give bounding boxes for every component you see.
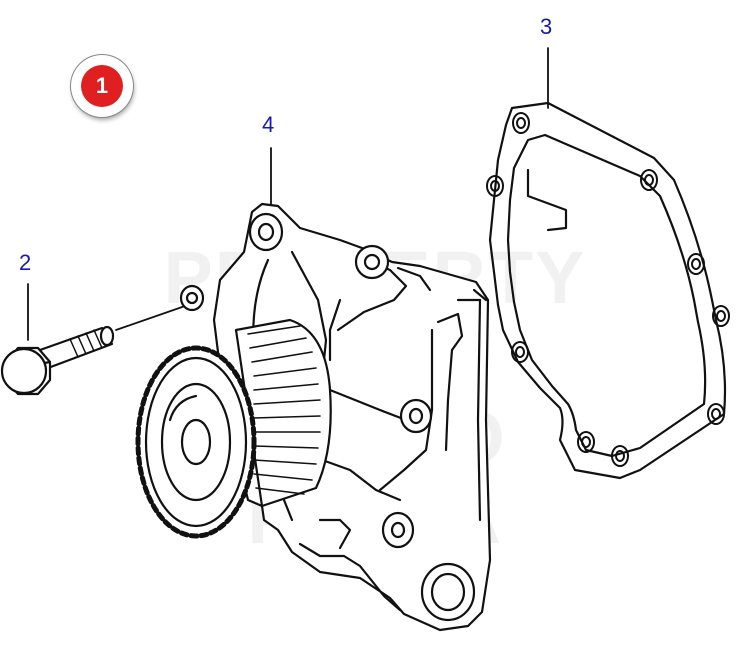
gasket: [486, 101, 730, 480]
bolt: [0, 325, 115, 396]
badge-number: 1: [81, 65, 123, 107]
callout-3: 3: [540, 14, 553, 39]
reference-badge: 1: [71, 55, 133, 117]
callout-2: 2: [19, 250, 32, 275]
pulley-sprocket: [135, 318, 332, 539]
leader-lines: [27, 47, 549, 341]
callout-4: 4: [262, 112, 275, 137]
leader-line-bolt: [115, 305, 186, 331]
